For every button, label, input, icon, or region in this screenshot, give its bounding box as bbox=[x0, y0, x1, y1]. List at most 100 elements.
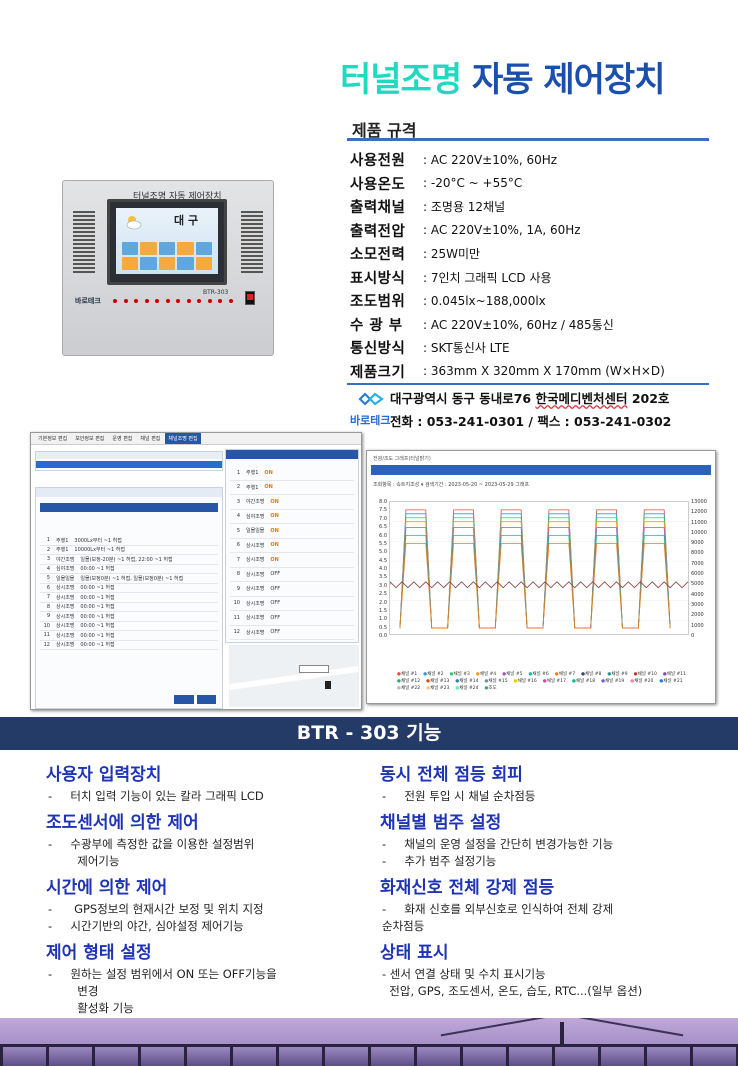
y-tick-right: 7000 bbox=[691, 560, 704, 567]
legend-label: 채널 #18 bbox=[575, 679, 596, 684]
device-lcd-display: 대 구 bbox=[116, 208, 218, 274]
row-state: ON bbox=[270, 527, 279, 534]
software-screenshot-settings: 기본정보 편집 보안정보 편집 운영 편집 채널 편집 채널조명 편집 1 주행1 3000… bbox=[30, 432, 362, 710]
row-number: 2 bbox=[236, 484, 240, 491]
function-desc: 전압, GPS, 조도센서, 온도, 습도, RTC...(일부 옵션) bbox=[382, 984, 643, 998]
y-tick-right: 5000 bbox=[691, 581, 704, 588]
row-name: 주행1 bbox=[56, 537, 69, 544]
legend-entry: ●채널 #12 bbox=[397, 678, 420, 684]
function-desc: - 전원 투입 시 채널 순차점등 bbox=[382, 789, 536, 803]
spec-key: 조도범위 bbox=[350, 294, 406, 311]
spec-row: 사용전원: AC 220V±10%, 60Hz bbox=[350, 148, 720, 172]
function-desc: - 수광부에 측정한 값을 이용한 설정범위 bbox=[48, 837, 255, 851]
function-desc: 변경 bbox=[48, 984, 99, 998]
legend-swatch-icon: ● bbox=[542, 679, 547, 684]
row-state: ON bbox=[270, 542, 279, 549]
row-number: 5 bbox=[236, 527, 240, 534]
legend-entry: ●채널 #21 bbox=[659, 678, 682, 684]
row-name: 상시조명 bbox=[246, 571, 265, 578]
row-number: 12 bbox=[43, 641, 50, 648]
legend-entry: ●채널 #10 bbox=[634, 671, 657, 677]
function-title: 채널별 범주 설정 bbox=[380, 813, 502, 833]
y-tick-left: 7.5 bbox=[379, 507, 387, 514]
row-number: 6 bbox=[46, 584, 50, 591]
legend-entry: ●채널 #9 bbox=[607, 671, 627, 677]
legend-swatch-icon: ● bbox=[607, 672, 612, 677]
legend-swatch-icon: ● bbox=[484, 686, 489, 691]
row-name: 상시조명 bbox=[56, 623, 75, 630]
legend-label: 채널 #24 bbox=[459, 686, 479, 691]
spec-row: 표시방식: 7인치 그래픽 LCD 사용 bbox=[350, 266, 720, 290]
y-tick-left: 3.0 bbox=[379, 582, 387, 589]
legend-swatch-icon: ● bbox=[662, 672, 667, 677]
table-row: 1 주행1 3000Lx부터 ~1 허접 bbox=[40, 536, 218, 546]
row-state: OFF bbox=[270, 585, 281, 592]
legend-entry: ●채널 #15 bbox=[484, 678, 507, 684]
function-item: 채널별 범주 설정 - 채널의 운영 설정을 간단히 변경가능한 기능 - 추가 범… bbox=[380, 810, 720, 870]
spec-value: : SKT통신사 LTE bbox=[423, 341, 510, 356]
legend-entry: ●채널 #17 bbox=[543, 678, 566, 684]
row-state: ON bbox=[270, 498, 279, 505]
settings-tab[interactable]: 보안정보 편집 bbox=[75, 436, 105, 442]
settings-tab[interactable]: 운영 편집 bbox=[112, 436, 133, 442]
legend-label: 채널 #20 bbox=[634, 679, 654, 684]
row-number: 9 bbox=[46, 613, 50, 620]
y-tick-right: 13000 bbox=[691, 499, 707, 505]
chart-legend: ●채널 #1●채널 #2●채널 #3●채널 #4●채널 #5●채널 #6●채널 … bbox=[397, 671, 697, 691]
spec-key: 사용온도 bbox=[350, 176, 406, 193]
legend-swatch-icon: ● bbox=[513, 679, 518, 684]
row-number: 10 bbox=[233, 600, 240, 607]
row-name: 상시조명 bbox=[56, 632, 75, 639]
company-contact: 전화 : 053-241-0301 / 팩스 : 053-241-0302 bbox=[390, 414, 672, 429]
y-tick-left: 4.0 bbox=[379, 566, 387, 572]
legend-swatch-icon: ● bbox=[484, 679, 489, 684]
legend-entry: ●채널 #7 bbox=[555, 671, 575, 677]
settings-tab[interactable]: 채널조명 편집 bbox=[165, 433, 201, 444]
address-building: 한국메디벤처센터 bbox=[535, 391, 628, 406]
legend-entry: ●채널 #3 bbox=[450, 671, 470, 677]
device-model-label: BTR-303 bbox=[203, 289, 229, 296]
y-tick-left: 7.0 bbox=[379, 515, 387, 522]
row-number: 11 bbox=[43, 632, 50, 639]
row-value: 3000Lx부터 ~1 허접 bbox=[74, 537, 122, 544]
legend-label: 채널 #10 bbox=[637, 672, 657, 677]
settings-tab[interactable]: 기본정보 편집 bbox=[38, 436, 68, 442]
spec-key: 제품크기 bbox=[350, 364, 406, 381]
function-desc: - 채널의 운영 설정을 간단히 변경가능한 기능 bbox=[382, 837, 614, 851]
function-title: 제어 형태 설정 bbox=[46, 943, 152, 963]
chart-baseline-series bbox=[390, 581, 688, 589]
y-tick-left: 3.5 bbox=[379, 574, 387, 581]
legend-swatch-icon: ● bbox=[571, 679, 576, 684]
row-value: 00:00 ~1 허접 bbox=[80, 623, 115, 630]
y-tick-left: 0.5 bbox=[379, 624, 387, 631]
legend-label: 채널 #1 bbox=[400, 672, 418, 677]
logo-symbol-icon bbox=[358, 392, 384, 406]
legend-swatch-icon: ● bbox=[581, 672, 586, 677]
legend-swatch-icon: ● bbox=[426, 679, 431, 684]
row-name: 상시조명 bbox=[56, 642, 75, 649]
row-number: 4 bbox=[236, 513, 240, 520]
row-value: 10000Lx부터 ~1 허접 bbox=[74, 547, 125, 554]
y-tick-left: 4.5 bbox=[379, 557, 387, 564]
cloud-icon bbox=[126, 216, 142, 230]
legend-label: 채널 #4 bbox=[479, 672, 497, 677]
row-value: 00:00 ~1 허접 bbox=[80, 604, 115, 611]
settings-tab[interactable]: 채널 편집 bbox=[140, 436, 161, 442]
row-name: 심야조명 bbox=[246, 513, 265, 520]
y-tick-left: 0.0 bbox=[379, 633, 387, 639]
function-desc: - 터치 입력 기능이 있는 칼라 그래픽 LCD bbox=[48, 789, 264, 803]
legend-label: 채널 #11 bbox=[666, 672, 686, 677]
row-value: 00:00 ~1 허접 bbox=[80, 613, 115, 620]
left-vent bbox=[73, 211, 95, 273]
row-number: 1 bbox=[46, 537, 50, 544]
row-state: OFF bbox=[270, 600, 281, 607]
device-brand: 바로테크 bbox=[75, 297, 101, 305]
function-desc: - 추가 범주 설정기능 bbox=[382, 854, 497, 868]
